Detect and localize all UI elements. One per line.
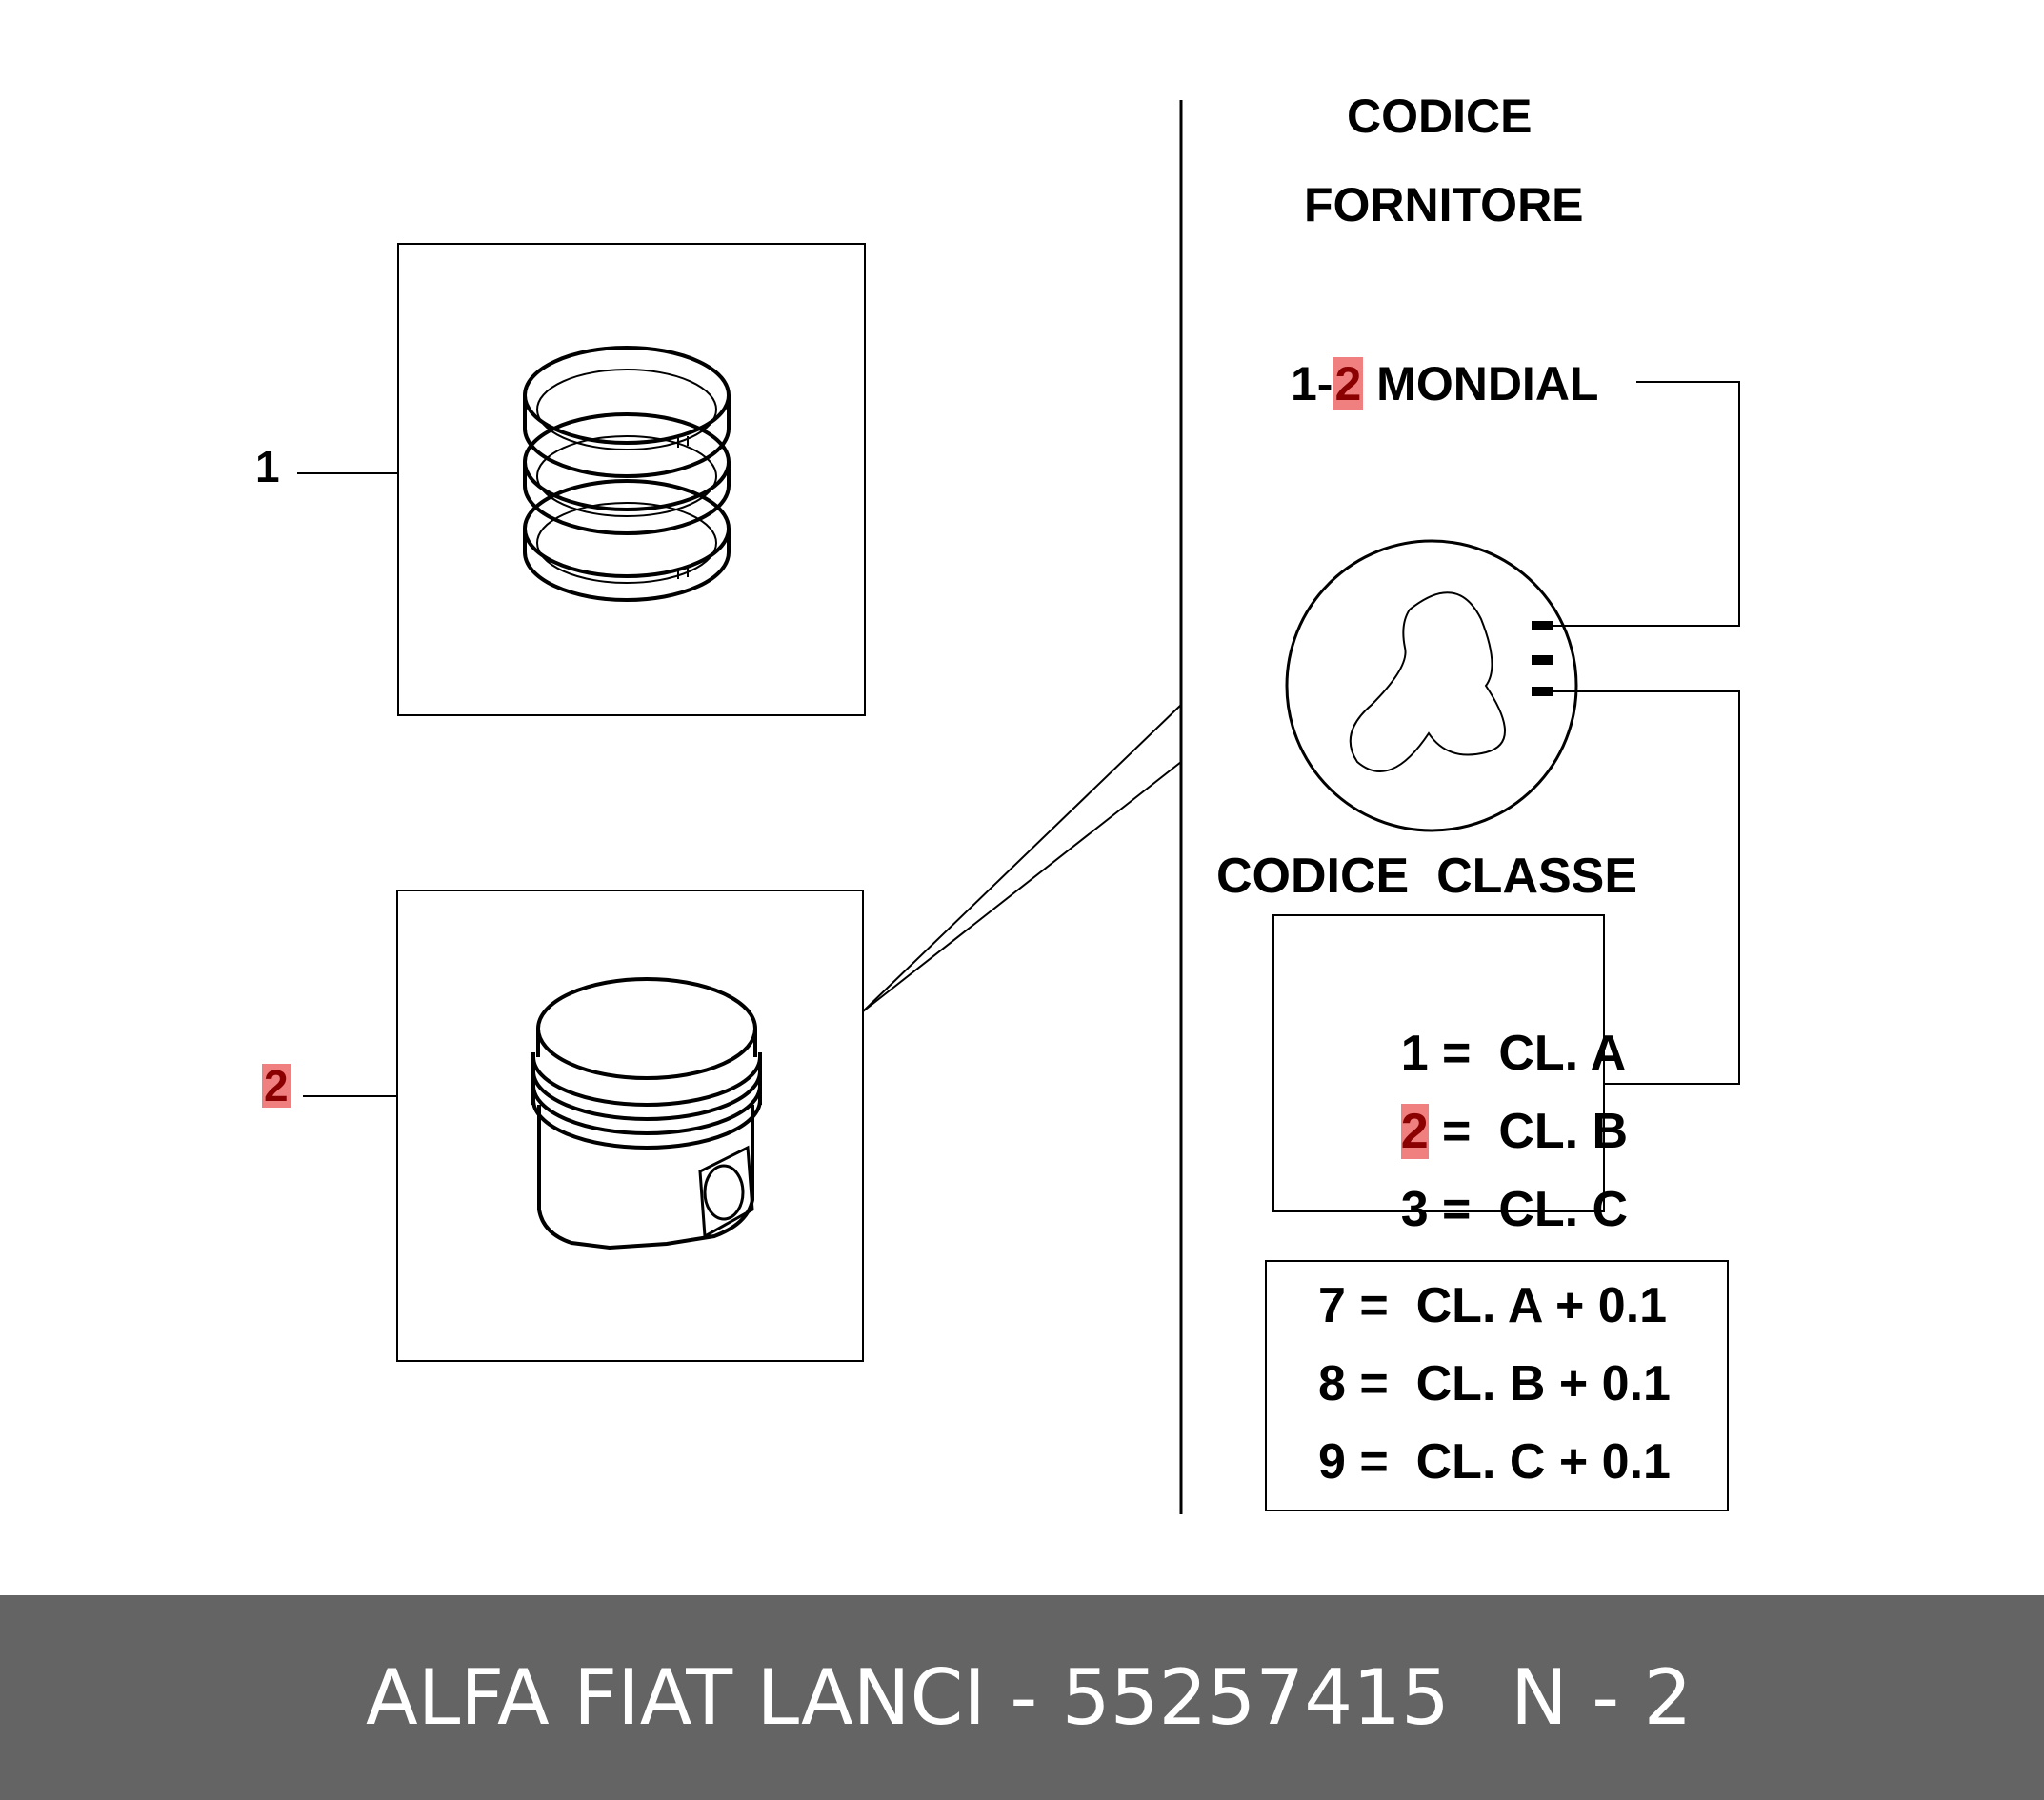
piston-rings-box (397, 243, 866, 716)
class-code-highlight: 2 (1400, 1104, 1429, 1159)
oversize-table: 7 = CL. A + 0.1 8 = CL. B + 0.1 9 = CL. … (1265, 1260, 1729, 1511)
class-row-1: 1 = CL. A (1318, 979, 1626, 1128)
class-row-2: 2 = CL. B (1318, 1057, 1628, 1206)
footer-bar: ALFA FIAT LANCI - 55257415 N - 2 (0, 1595, 2044, 1800)
class-row-3: 3 = CL. C (1318, 1135, 1628, 1284)
diagram-lines (297, 100, 1740, 1514)
code-marks (1532, 621, 1553, 696)
class-code: 1 (1400, 1026, 1429, 1081)
callout-1: 1 (255, 442, 280, 491)
oversize-row: 8 = CL. B + 0.1 (1318, 1356, 1671, 1411)
class-title: CODICE CLASSE (1216, 849, 1638, 904)
piston-rings-illustration (523, 346, 731, 602)
header-fornitore: FORNITORE (1304, 178, 1584, 231)
callout-2: 2 (262, 1061, 291, 1110)
zoom-line-lower (862, 761, 1182, 1012)
footer-position: N - 2 (1511, 1653, 1693, 1742)
piston-crown-top-view (1285, 539, 1578, 832)
supplier-name: MONDIAL (1363, 357, 1599, 410)
oversize-row: 9 = CL. C + 0.1 (1318, 1434, 1671, 1490)
supplier-prefix: 1- (1291, 357, 1333, 410)
class-eq: = CL. A (1428, 1026, 1627, 1081)
oversize-row: 7 = CL. A + 0.1 (1318, 1278, 1668, 1333)
class-eq: = CL. C (1428, 1182, 1629, 1237)
zoom-line-upper (862, 704, 1182, 1012)
header-codice: CODICE (1347, 90, 1533, 143)
class-code: 3 (1400, 1182, 1429, 1237)
supplier-highlight: 2 (1333, 357, 1364, 410)
piston-box (396, 890, 864, 1362)
supplier-label: 1-2 MONDIAL (1291, 357, 1599, 410)
class-eq: = CL. B (1428, 1104, 1629, 1159)
footer-title: ALFA FIAT LANCI - 55257415 (366, 1653, 1450, 1742)
class-table: 1 = CL. A 2 = CL. B 3 = CL. C (1272, 914, 1628, 1234)
class-connector (1553, 690, 1740, 1085)
parts-diagram: 1 2 CODICE FORNITORE 1-2 MONDIAL CODICE … (255, 90, 1740, 1514)
supplier-connector (1553, 381, 1740, 627)
piston-illustration (531, 977, 762, 1250)
